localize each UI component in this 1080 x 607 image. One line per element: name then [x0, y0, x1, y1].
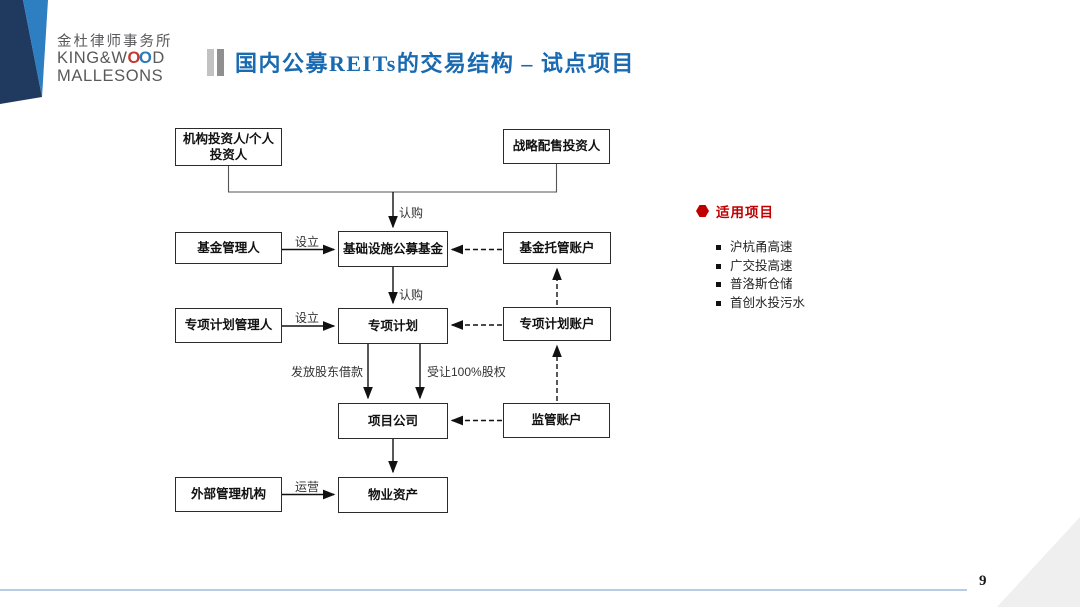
logo-english-line2: MALLESONS	[57, 66, 164, 85]
list-item: 普洛斯仓储	[716, 278, 805, 291]
node-special-plan-manager: 专项计划管理人	[175, 308, 282, 343]
node-infrastructure-public-fund: 基础设施公募基金	[338, 231, 448, 267]
node-supervision-account: 监管账户	[503, 403, 610, 438]
logo-english-line1: KING&WOOD	[57, 50, 173, 67]
edge-label-operate: 运营	[295, 480, 320, 494]
node-property-assets: 物业资产	[338, 477, 448, 513]
square-bullet-icon	[716, 263, 721, 269]
square-bullet-icon	[716, 300, 721, 306]
edge-label-establish-plan: 设立	[295, 311, 320, 325]
logo-text: KING&W	[57, 49, 128, 68]
edge-label-shareholder-loan: 发放股东借款	[291, 365, 364, 379]
hexagon-bullet-icon	[696, 205, 709, 217]
logo-ring-red: O	[127, 49, 141, 68]
logo-chinese-name: 金杜律师事务所	[57, 34, 173, 50]
node-strategic-investors: 战略配售投资人	[503, 129, 610, 164]
list-item: 广交投高速	[716, 258, 805, 273]
node-project-company: 项目公司	[338, 403, 448, 439]
list-item: 首创水投污水	[716, 295, 806, 310]
title-row: 国内公募REITs的交易结构 – 试点项目	[207, 46, 635, 78]
corner-gray-decoration	[997, 517, 1080, 607]
title-accent-bar	[217, 48, 224, 76]
page-number: 9	[979, 573, 987, 589]
node-fund-custody-account: 基金托管账户	[503, 232, 611, 264]
kwm-logo: 金杜律师事务所 KING&WOOD MALLESONS	[57, 34, 173, 85]
list-item-label: 沪杭甬高速	[730, 240, 793, 254]
node-special-plan-account: 专项计划账户	[503, 307, 611, 341]
logo-ring-blue: O	[138, 49, 153, 68]
applicable-projects-title: 适用项目	[716, 205, 774, 220]
edge-label-equity-transfer: 受让100%股权	[427, 365, 506, 379]
square-bullet-icon	[716, 282, 721, 287]
corner-flag-decoration	[0, 0, 48, 104]
edge-label-subscribe-mid: 认购	[399, 288, 424, 302]
list-item-label: 首创水投污水	[730, 295, 806, 310]
page-title: 国内公募REITs的交易结构 – 试点项目	[235, 51, 635, 76]
list-item-label: 普洛斯仓储	[730, 277, 793, 291]
applicable-projects-list: 沪杭甬高速 广交投高速 普洛斯仓储 首创水投污水	[716, 241, 805, 315]
title-accent-bar	[207, 48, 214, 76]
node-investors: 机构投资人/个人投资人	[175, 128, 282, 166]
footer-divider-line	[0, 589, 967, 591]
node-external-manager: 外部管理机构	[175, 477, 282, 512]
list-item: 沪杭甬高速	[716, 241, 805, 254]
node-fund-manager: 基金管理人	[175, 232, 282, 264]
applicable-projects-header: 适用项目	[696, 201, 774, 221]
node-special-plan: 专项计划	[338, 308, 448, 344]
logo-text: D	[152, 49, 165, 68]
square-bullet-icon	[716, 245, 721, 250]
list-item-label: 广交投高速	[730, 258, 793, 273]
edge-label-establish-fund: 设立	[295, 235, 320, 249]
edge-label-subscribe-top: 认购	[399, 206, 424, 220]
